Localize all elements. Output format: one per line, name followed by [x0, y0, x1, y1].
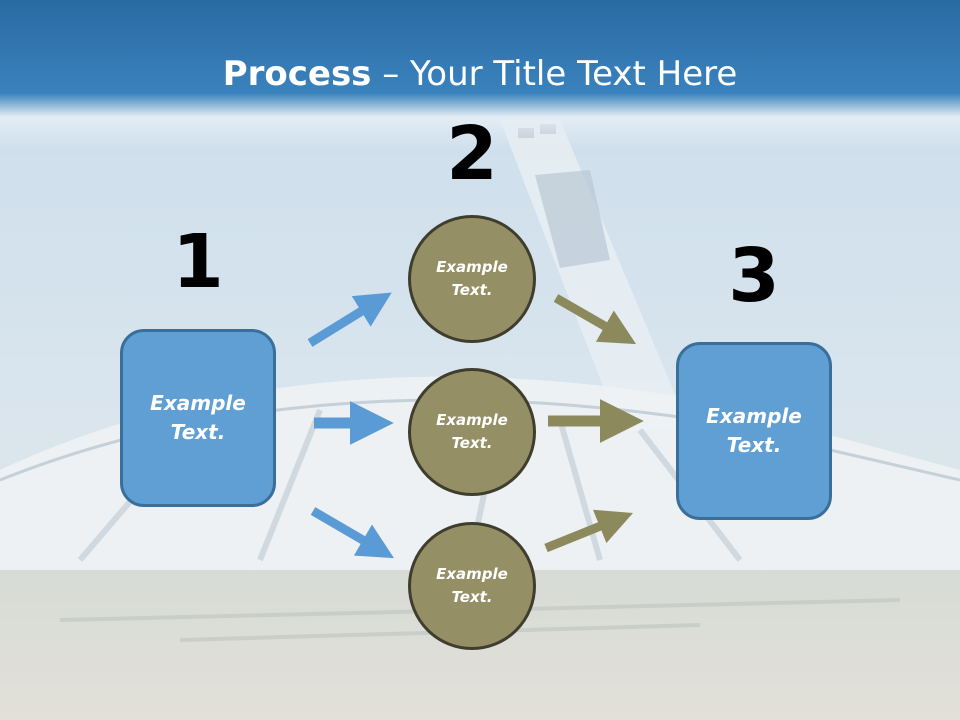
- right-process-box: Example Text.: [676, 342, 832, 520]
- left-box-label: Example Text.: [150, 391, 246, 444]
- step-number-1: 1: [172, 219, 224, 305]
- arrow-top-to-right: [553, 294, 637, 345]
- bottom-circle: Example Text.: [408, 522, 536, 650]
- top-circle-label: Example Text.: [436, 258, 508, 299]
- title-banner: [0, 0, 960, 150]
- title-bold: Process: [222, 54, 372, 94]
- slide-title: Process – Your Title Text Here: [0, 52, 960, 96]
- arrow-left-to-top: [307, 292, 392, 347]
- title-rest: – Your Title Text Here: [371, 54, 738, 94]
- middle-circle-label: Example Text.: [436, 411, 508, 452]
- right-box-label: Example Text.: [706, 404, 802, 457]
- top-circle: Example Text.: [408, 215, 536, 343]
- arrow-bottom-to-right: [544, 509, 634, 553]
- bottom-circle-label: Example Text.: [436, 565, 508, 606]
- step-number-2: 2: [446, 111, 498, 197]
- step-number-3: 3: [728, 233, 780, 319]
- left-process-box: Example Text.: [120, 329, 276, 507]
- arrow-left-to-bottom: [310, 507, 395, 559]
- middle-circle: Example Text.: [408, 368, 536, 496]
